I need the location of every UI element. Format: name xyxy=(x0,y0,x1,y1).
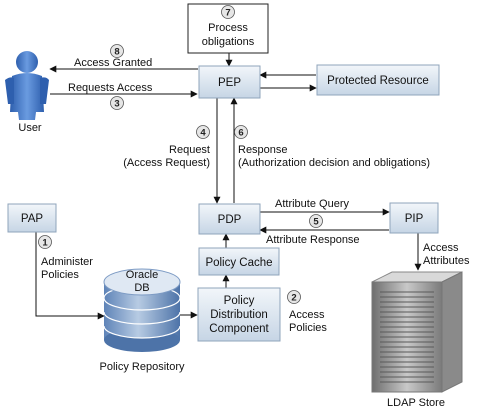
authorization-decision-label: (Authorization decision and obligations) xyxy=(238,157,430,169)
svg-text:3: 3 xyxy=(114,99,119,110)
svg-text:8: 8 xyxy=(114,47,119,58)
server-icon xyxy=(371,271,463,393)
administer-label: Administer xyxy=(41,256,93,268)
svg-text:1: 1 xyxy=(42,238,48,249)
access-policies-label-2: Policies xyxy=(289,322,327,334)
requests-access-label: Requests Access xyxy=(68,82,153,94)
pap-box: PAP xyxy=(7,203,57,233)
policy-repository-label: Policy Repository xyxy=(100,361,185,373)
svg-text:PIP: PIP xyxy=(405,213,424,225)
access-granted-label: Access Granted xyxy=(74,57,152,69)
svg-text:PEP: PEP xyxy=(218,77,241,89)
access-attributes-label-2: Attributes xyxy=(423,255,470,267)
step-2-badge: 2 xyxy=(287,290,301,304)
response-label: Response xyxy=(238,144,288,156)
protected-resource-box: Protected Resource xyxy=(316,64,440,96)
step-3-badge: 3 xyxy=(110,96,124,110)
svg-text:7: 7 xyxy=(225,8,230,19)
step-7-badge: 7 xyxy=(221,5,235,19)
pip-box: PIP xyxy=(389,202,439,234)
pdp-box: PDP xyxy=(198,203,261,235)
svg-text:Process: Process xyxy=(208,22,248,34)
svg-text:Policy: Policy xyxy=(224,295,255,307)
svg-text:Distribution: Distribution xyxy=(210,309,268,321)
user-label: User xyxy=(18,122,42,134)
ldap-store-label: LDAP Store xyxy=(387,397,445,409)
svg-text:2: 2 xyxy=(291,293,296,304)
policy-cache-box: Policy Cache xyxy=(198,247,280,276)
svg-text:5: 5 xyxy=(313,217,319,228)
step-8-badge: 8 xyxy=(110,44,124,58)
oracle-db-label-2: DB xyxy=(134,282,149,294)
process-obligations-box: Process obligations xyxy=(187,3,269,54)
svg-text:PAP: PAP xyxy=(21,213,43,225)
attribute-query-label: Attribute Query xyxy=(275,198,349,210)
attribute-response-label: Attribute Response xyxy=(266,234,360,246)
policies-label: Policies xyxy=(41,269,79,281)
access-policies-label: Access xyxy=(289,309,325,321)
step-1-badge: 1 xyxy=(38,235,52,249)
oracle-db-label: Oracle xyxy=(126,269,158,281)
user-icon xyxy=(5,51,49,120)
request-label: Request xyxy=(169,144,210,156)
svg-text:PDP: PDP xyxy=(218,214,242,226)
pep-box: PEP xyxy=(198,65,261,99)
svg-text:Protected Resource: Protected Resource xyxy=(327,75,429,87)
step-4-badge: 4 xyxy=(196,125,210,139)
access-attributes-label: Access xyxy=(423,242,459,254)
policy-distribution-box: Policy Distribution Component xyxy=(197,287,281,342)
step-5-badge: 5 xyxy=(309,214,323,228)
svg-text:obligations: obligations xyxy=(202,36,255,48)
database-icon xyxy=(103,268,181,352)
svg-text:Policy Cache: Policy Cache xyxy=(205,257,272,269)
edge-pap-to-db xyxy=(35,232,105,320)
access-request-label: (Access Request) xyxy=(123,157,210,169)
svg-text:4: 4 xyxy=(200,128,206,139)
svg-text:6: 6 xyxy=(238,128,243,139)
step-6-badge: 6 xyxy=(234,125,248,139)
svg-text:Component: Component xyxy=(209,323,269,335)
